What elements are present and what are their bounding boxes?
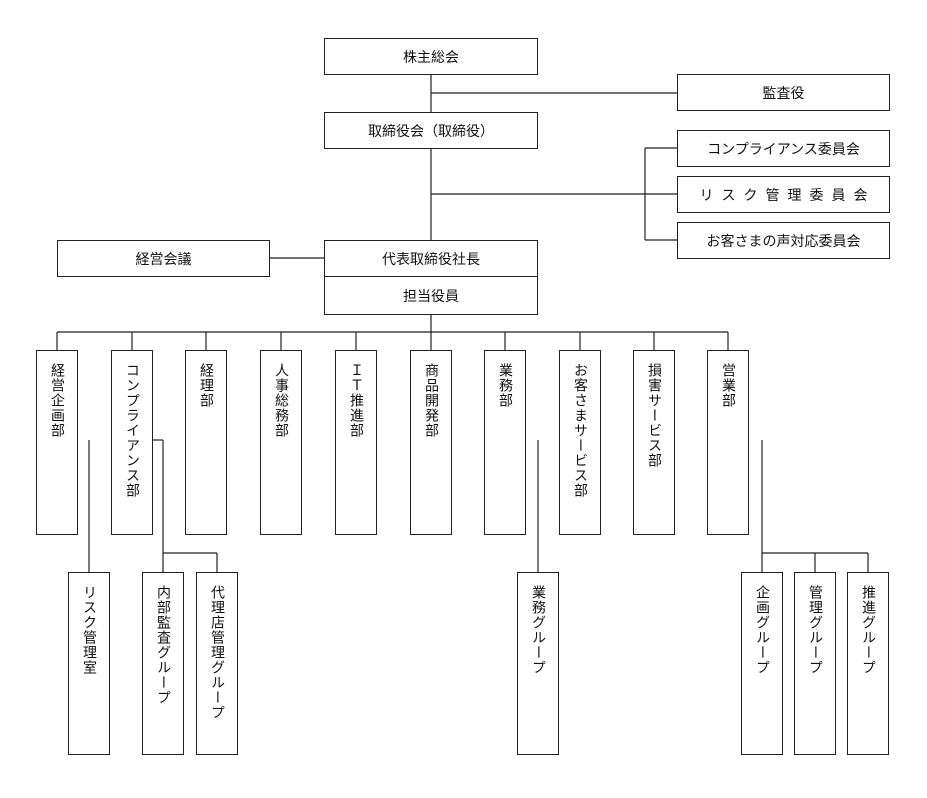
unit-risk-management-office-label: リスク管理室	[81, 585, 97, 675]
auditor-label: 監査役	[762, 85, 805, 102]
unit-operations-group-label: 業務グループ	[530, 585, 546, 675]
dept-it: ＩＴ推進部	[335, 350, 377, 535]
customer-voice-committee-box: お客さまの声対応委員会	[677, 222, 890, 259]
unit-management-group-label: 管理グループ	[807, 585, 823, 675]
dept-hr-general: 人事総務部	[260, 350, 302, 535]
unit-agency-management-group-label: 代理店管理グループ	[209, 585, 225, 720]
unit-risk-management-office: リスク管理室	[68, 572, 110, 755]
dept-it-label: ＩＴ推進部	[348, 363, 364, 438]
dept-compliance-label: コンプライアンス部	[124, 363, 140, 498]
management-meeting-box: 経営会議	[57, 240, 270, 277]
dept-claims-label: 損害サービス部	[646, 363, 662, 468]
compliance-committee-box: コンプライアンス委員会	[677, 130, 890, 167]
board-of-directors-box: 取締役会（取締役）	[324, 112, 538, 149]
dept-accounting: 経理部	[185, 350, 227, 535]
dept-operations-label: 業務部	[497, 363, 513, 408]
unit-agency-management-group: 代理店管理グループ	[196, 572, 238, 755]
risk-committee-label: リスク管理委員会	[699, 187, 876, 204]
dept-sales-label: 営業部	[720, 363, 736, 408]
dept-claims: 損害サービス部	[633, 350, 675, 535]
unit-internal-audit-group: 内部監査グループ	[142, 572, 184, 755]
dept-customer-service: お客さまサービス部	[559, 350, 601, 535]
auditor-box: 監査役	[677, 74, 890, 111]
dept-accounting-label: 経理部	[198, 363, 214, 408]
officer-label: 担当役員	[403, 288, 459, 305]
dept-sales: 営業部	[707, 350, 749, 535]
dept-product-label: 商品開発部	[423, 363, 439, 438]
officer-box: 担当役員	[324, 276, 538, 315]
unit-promotion-group-label: 推進グループ	[860, 585, 876, 675]
unit-management-group: 管理グループ	[794, 572, 836, 755]
dept-planning: 経営企画部	[36, 350, 78, 535]
risk-committee-box: リスク管理委員会	[677, 176, 890, 213]
shareholders-meeting-box: 株主総会	[324, 38, 538, 75]
management-meeting-label: 経営会議	[135, 251, 192, 268]
customer-voice-committee-label: お客さまの声対応委員会	[706, 233, 861, 250]
dept-planning-label: 経営企画部	[49, 363, 65, 438]
dept-hr-general-label: 人事総務部	[273, 363, 289, 438]
unit-internal-audit-group-label: 内部監査グループ	[155, 585, 171, 705]
board-of-directors-label: 取締役会（取締役）	[368, 123, 494, 140]
unit-promotion-group: 推進グループ	[847, 572, 889, 755]
president-label: 代表取締役社長	[382, 251, 480, 268]
unit-operations-group: 業務グループ	[517, 572, 559, 755]
president-box: 代表取締役社長	[324, 240, 538, 277]
shareholders-meeting-label: 株主総会	[403, 49, 459, 66]
dept-product: 商品開発部	[410, 350, 452, 535]
dept-operations: 業務部	[484, 350, 526, 535]
unit-planning-group: 企画グループ	[741, 572, 783, 755]
compliance-committee-label: コンプライアンス委員会	[707, 141, 860, 158]
dept-compliance: コンプライアンス部	[111, 350, 153, 535]
unit-planning-group-label: 企画グループ	[754, 585, 770, 675]
dept-customer-service-label: お客さまサービス部	[572, 363, 588, 498]
